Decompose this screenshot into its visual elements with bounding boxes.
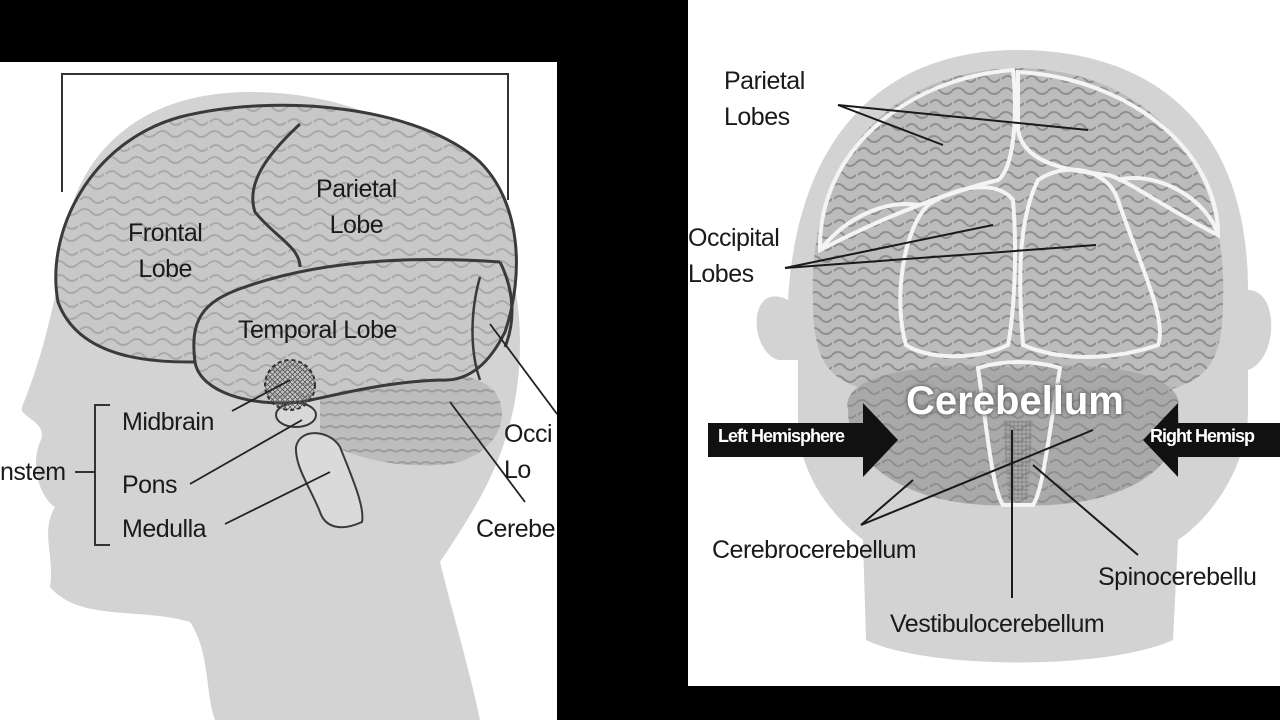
leader-lines <box>784 104 1139 598</box>
lobe-outlines <box>54 103 518 405</box>
temporal-lobe-label: Temporal Lobe <box>238 316 397 344</box>
left-hemisphere-arrow <box>708 403 898 477</box>
left-hemisphere-label: Left Hemisphere <box>718 426 845 446</box>
midbrain-label: Midbrain <box>122 408 214 436</box>
brainstem-bracket <box>75 404 110 546</box>
cerebellum-title: Cerebellum <box>906 379 1124 423</box>
midbrain-marker <box>264 359 316 411</box>
lateral-illustration <box>21 73 557 720</box>
right-hemisphere-label: Right Hemisp <box>1150 426 1255 446</box>
vestibulocerebellum-label: Vestibulocerebellum <box>890 610 1105 638</box>
posterior-illustration <box>708 50 1280 663</box>
cerebellum-label: Cerebe <box>476 515 556 543</box>
top-bracket <box>61 73 509 200</box>
cerebrocerebellum-label: Cerebrocerebellum <box>712 536 917 564</box>
right-hemisphere-arrow <box>1143 403 1280 477</box>
brainstem-label: nstem <box>0 458 66 486</box>
medulla-shape <box>294 432 364 529</box>
pons-label: Pons <box>122 471 177 499</box>
spinocerebellum-label: Spinocerebellu <box>1098 563 1257 591</box>
medulla-label: Medulla <box>122 515 207 543</box>
